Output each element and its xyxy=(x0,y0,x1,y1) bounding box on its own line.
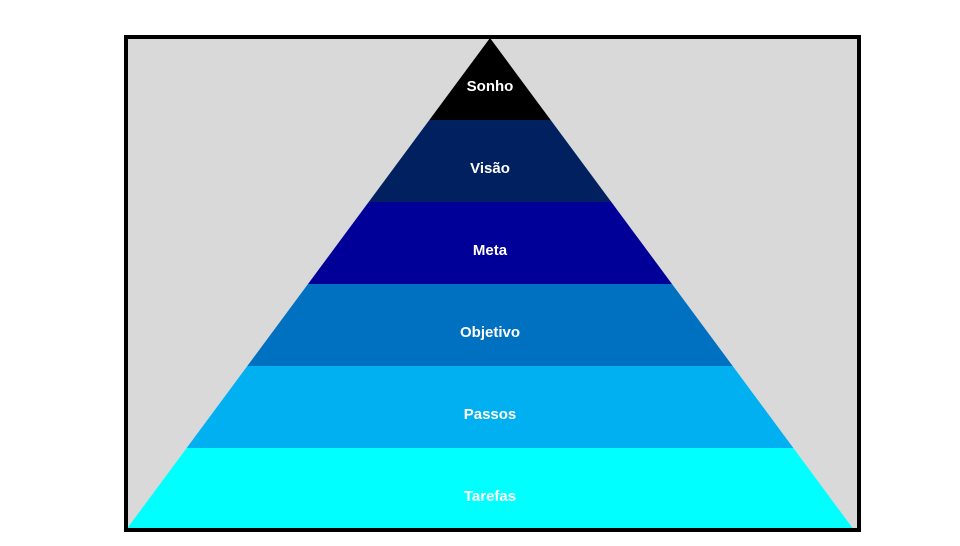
pyramid-level-label: Objetivo xyxy=(460,324,520,341)
pyramid-level-2 xyxy=(308,202,672,284)
pyramid-level-0 xyxy=(429,39,551,120)
pyramid-level-label: Visão xyxy=(470,160,510,177)
pyramid-level-1 xyxy=(368,120,612,202)
pyramid-level-3 xyxy=(247,284,733,366)
pyramid-level-label: Tarefas xyxy=(464,488,516,505)
pyramid-level-label: Passos xyxy=(464,406,517,423)
pyramid-level-5 xyxy=(128,448,853,528)
pyramid-level-4 xyxy=(186,366,794,448)
pyramid-level-label: Sonho xyxy=(467,78,514,95)
pyramid-level-label: Meta xyxy=(473,242,508,259)
